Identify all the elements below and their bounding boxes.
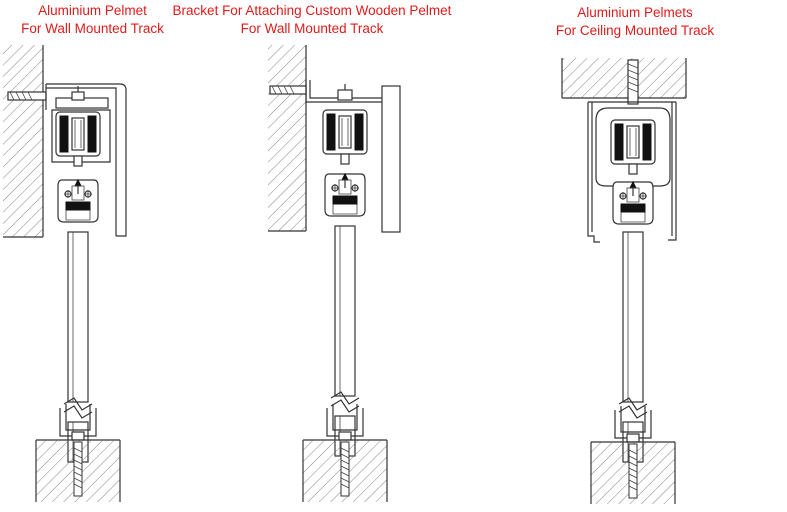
drawing-wall-mounted-aluminium-pelmet — [3, 45, 127, 503]
caption-left-line1: Aluminium Pelmet — [38, 3, 147, 18]
drawing-wooden-pelmet-bracket — [268, 45, 401, 503]
caption-left-line2: For Wall Mounted Track — [21, 21, 164, 36]
caption-middle-line1: Bracket For Attaching Custom Wooden Pelm… — [172, 3, 452, 18]
caption-aluminium-pelmet-ceiling: Aluminium Pelmets For Ceiling Mounted Tr… — [530, 4, 740, 40]
caption-right-line2: For Ceiling Mounted Track — [555, 23, 715, 38]
drawing-ceiling-mounted-aluminium-pelmet — [561, 58, 687, 505]
caption-wooden-pelmet-bracket: Bracket For Attaching Custom Wooden Pelm… — [172, 2, 452, 38]
caption-aluminium-pelmet-wall: Aluminium Pelmet For Wall Mounted Track — [0, 2, 185, 38]
caption-right-line1: Aluminium Pelmets — [577, 5, 693, 20]
caption-middle-line2: For Wall Mounted Track — [240, 21, 384, 36]
